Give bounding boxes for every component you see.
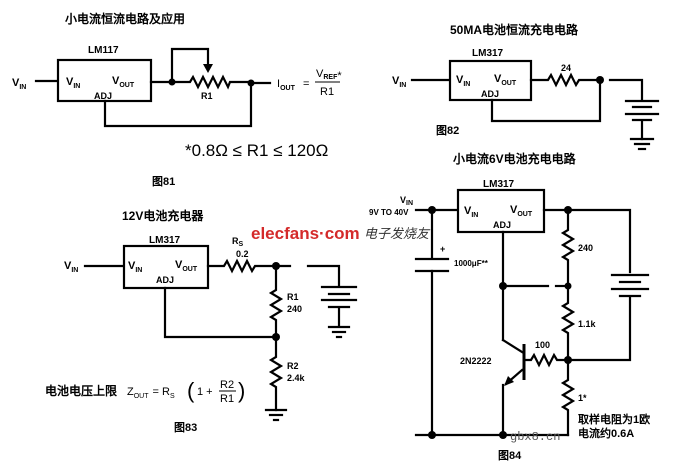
- fig84-battery-return-wire: [566, 295, 632, 362]
- fig84-transistor-label: 2N2222: [460, 356, 492, 366]
- fig83-regulator-block: [122, 244, 210, 290]
- fig84-rsense-label: 1*: [578, 393, 587, 403]
- fig82-ground-icon: [629, 137, 655, 151]
- fig83-r2-value: 2.4k: [287, 373, 306, 383]
- fig84-vin-range: 9V TO 40V: [369, 208, 409, 217]
- fig81-title: 小电流恒流电路及应用: [65, 11, 185, 26]
- fig81-iout-label: IOUT: [277, 78, 296, 92]
- fig84-node-gnd-1: [428, 431, 436, 439]
- fig84-note-line1: 取样电阻为1欧: [578, 412, 650, 426]
- fig82-resistor-label: 24: [561, 63, 571, 73]
- fig81-wiper-arrow-icon: [203, 64, 213, 73]
- fig84-cap-label: 1000μF**: [454, 259, 489, 268]
- fig83-vin-label: VIN: [64, 260, 78, 274]
- fig84-transistor-collector: [501, 338, 524, 354]
- fig83-formula-one: 1 +: [197, 386, 213, 398]
- fig83-adj-wire: [163, 286, 278, 339]
- fig84-r1k1-label: 1.1k: [578, 319, 597, 329]
- fig84-chip-label: LM317: [483, 179, 515, 190]
- fig82-battery-wire: [608, 78, 644, 102]
- watermark-site-cn: 电子发烧友: [364, 226, 431, 241]
- fig82-pin-vin: VIN: [456, 74, 470, 88]
- fig84-cap-plus: +: [440, 244, 445, 254]
- watermark-site: elecfans·com: [251, 224, 360, 243]
- fig82-adj-feedback-wire: [490, 78, 602, 123]
- fig83-chip-label: LM317: [149, 235, 181, 246]
- figure-81: 小电流恒流电路及应用 LM117 VIN VIN VOUT ADJ R1 IOU…: [12, 11, 342, 188]
- fig83-r1-value: 240: [287, 304, 302, 314]
- fig84-vin-label: VIN: [400, 195, 413, 207]
- fig83-formula-paren-left: (: [187, 378, 195, 403]
- fig83-rs-resistor: [206, 258, 278, 274]
- fig84-r1k1-resistor: [560, 284, 576, 362]
- fig81-pin-vin: VIN: [66, 76, 80, 90]
- fig83-formula-paren-right: ): [238, 378, 245, 403]
- fig84-emitter-arrow-icon: [504, 376, 514, 386]
- watermark-corner: gbx8.cn: [510, 430, 560, 444]
- fig82-caption: 图82: [436, 124, 459, 137]
- fig84-output-rail: [542, 208, 632, 274]
- fig83-r1-resistor: [268, 264, 284, 338]
- fig83-pin-vout: VOUT: [175, 259, 198, 273]
- fig82-resistor: [529, 72, 601, 88]
- fig81-eq-numerator: VREF*: [316, 68, 342, 82]
- fig83-battery-ground-icon: [327, 325, 351, 339]
- fig84-r240-label: 240: [578, 243, 593, 253]
- figure-82: 50MA电池恒流充电电路 LM317 VIN VIN VOUT ADJ 24 图…: [392, 22, 660, 151]
- fig81-caption: 图81: [152, 175, 175, 188]
- fig84-adj-wire: [501, 230, 550, 288]
- fig83-pin-vin: VIN: [128, 260, 142, 274]
- fig84-r100-label: 100: [535, 340, 550, 350]
- fig81-potentiometer-r1: [170, 74, 252, 90]
- fig83-caption: 图83: [174, 421, 197, 434]
- fig81-pin-vout: VOUT: [112, 75, 135, 89]
- fig82-regulator-block: [448, 59, 533, 102]
- fig81-vin-label: VIN: [12, 77, 26, 91]
- fig83-r1-label: R1: [287, 292, 299, 302]
- fig83-battery-wire: [306, 264, 341, 288]
- fig83-formula-prefix: 电池电压上限: [45, 383, 117, 398]
- fig81-equals: =: [303, 78, 309, 90]
- fig81-wiper-wire: [170, 47, 210, 84]
- figure-83: 12V电池充电器 LM317 VIN VIN VOUT ADJ RS 0.2 R…: [45, 208, 358, 434]
- fig83-pin-adj: ADJ: [156, 275, 174, 285]
- fig84-caption: 图84: [498, 449, 522, 462]
- fig84-pin-vout: VOUT: [510, 204, 533, 218]
- fig82-title: 50MA电池恒流充电电路: [450, 22, 579, 37]
- fig84-note-line2: 电流约0.6A: [578, 426, 634, 440]
- fig81-eq-denominator: R1: [320, 86, 334, 98]
- fig82-vin-label: VIN: [392, 75, 406, 89]
- fig83-formula-lhs: ZOUT= RS: [127, 386, 175, 400]
- fig84-rsense-resistor: [560, 358, 576, 437]
- fig83-ground-icon: [264, 408, 288, 422]
- figure-84: 小电流6V电池充电电路 LM317 VIN 9V TO 40V VIN VOUT…: [369, 151, 650, 462]
- fig83-formula-denominator: R1: [220, 393, 234, 405]
- fig81-pin-adj: ADJ: [94, 91, 112, 101]
- fig84-pin-adj: ADJ: [493, 220, 511, 230]
- fig82-chip-label: LM317: [472, 48, 504, 59]
- fig84-r100-resistor: [522, 352, 570, 368]
- fig81-r1-label: R1: [201, 91, 213, 101]
- fig81-adj-feedback-wire: [103, 81, 253, 128]
- fig81-range-note: *0.8Ω ≤ R1 ≤ 120Ω: [185, 141, 328, 160]
- fig83-title: 12V电池充电器: [122, 208, 204, 223]
- fig83-rs-value: 0.2: [236, 249, 249, 259]
- fig83-formula-numerator: R2: [220, 379, 234, 391]
- fig82-pin-adj: ADJ: [481, 89, 499, 99]
- fig84-pin-vin: VIN: [464, 205, 478, 219]
- fig82-pin-vout: VOUT: [494, 73, 517, 87]
- fig81-chip-label: LM117: [88, 45, 119, 56]
- fig83-r2-resistor: [268, 335, 284, 412]
- fig83-r2-label: R2: [287, 361, 299, 371]
- fig84-node-gnd-2: [499, 431, 507, 439]
- fig83-rs-label: RS: [232, 236, 244, 248]
- fig84-title: 小电流6V电池充电电路: [453, 151, 577, 166]
- fig84-r240-resistor: [560, 208, 576, 287]
